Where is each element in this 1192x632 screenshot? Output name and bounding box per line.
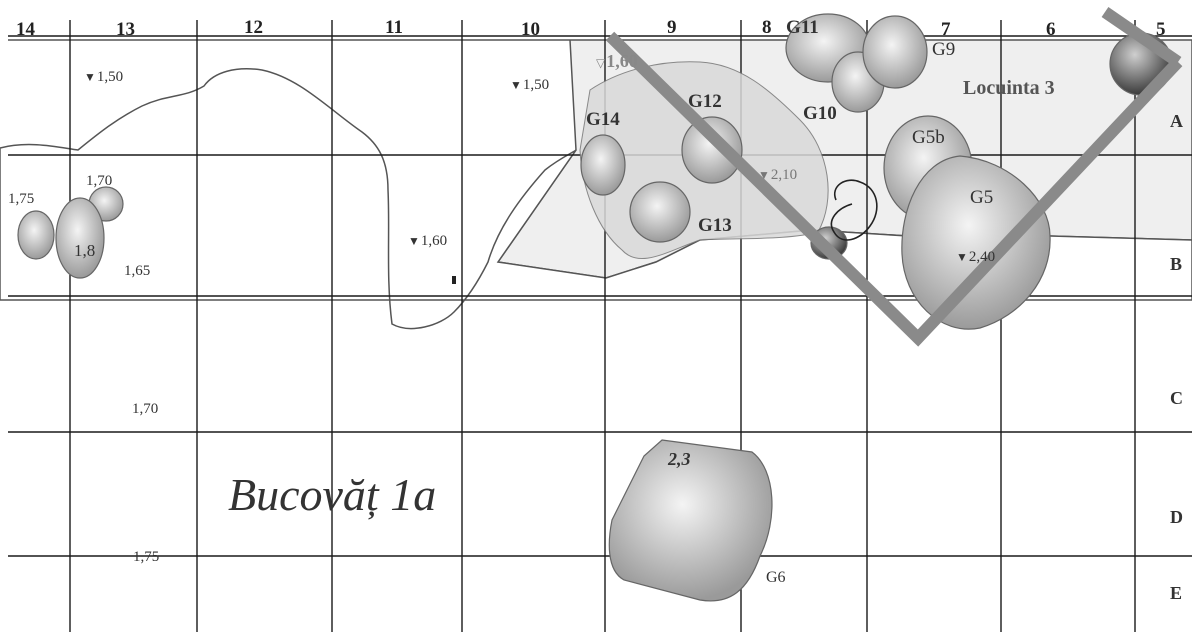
pit-g12: [681, 116, 743, 184]
unexcavated-baulk: [0, 68, 1192, 330]
pit-g9: [862, 15, 928, 89]
row-label: A: [1170, 111, 1183, 131]
column-label: 12: [244, 17, 263, 38]
elevation-marker: ▼1,50: [84, 69, 124, 85]
pit-label: G5: [970, 187, 994, 208]
site-title: Bucovăț 1a: [228, 469, 437, 520]
pit-label: G6: [766, 569, 786, 586]
elevation-marker: ▼2,40: [956, 249, 996, 265]
dwelling-outline: [605, 31, 1183, 347]
elevation-label: 1,75: [133, 549, 160, 565]
pit-label: G11: [786, 17, 819, 38]
pit-label: G13: [698, 215, 732, 236]
pit-label: G14: [586, 109, 620, 130]
elevation-label: 1,70: [86, 173, 113, 189]
elevation-marker: ▼2,10: [758, 167, 798, 183]
column-label: 10: [521, 19, 540, 40]
row-label: B: [1170, 254, 1183, 274]
column-label: 9: [667, 17, 677, 38]
pit-g6: [608, 439, 773, 602]
pit-label: G5b: [912, 127, 945, 148]
column-label: 14: [16, 19, 35, 40]
row-label: D: [1170, 507, 1183, 527]
pit-label: G9: [932, 39, 956, 60]
row-label: C: [1170, 388, 1183, 408]
pits: [17, 13, 1173, 602]
elevation-label: 1,8: [74, 241, 96, 260]
triangle-down-icon: ▼: [510, 78, 522, 92]
column-label: 11: [385, 17, 403, 38]
elevation-label: 1,70: [132, 401, 159, 417]
pit-left-3: [55, 197, 105, 279]
scribble-contour: [830, 179, 878, 241]
elevation-label: 1,65: [124, 263, 151, 279]
elevation-label: 2,3: [668, 449, 691, 469]
elevation-marker: ▽1,60: [596, 51, 638, 71]
pit-label: G10: [803, 103, 837, 124]
pit-g13: [629, 181, 691, 243]
column-label: 8: [762, 17, 772, 38]
elevation-label: 1,75: [8, 191, 35, 207]
column-label: 13: [116, 19, 135, 40]
triangle-down-icon: ▼: [758, 168, 770, 182]
row-label: E: [1170, 583, 1183, 603]
column-label: 5: [1156, 19, 1166, 40]
dwelling-label: Locuinta 3: [963, 77, 1055, 99]
elevation-marker: ▼1,60: [408, 233, 448, 249]
pit-left-1: [17, 210, 55, 260]
elevation-marker: ▼1,50: [510, 77, 550, 93]
pit-label: G12: [688, 91, 722, 112]
triangle-down-icon: ▼: [956, 250, 968, 264]
triangle-down-icon: ▽: [596, 56, 606, 70]
column-label: 7: [941, 19, 951, 40]
column-label: 6: [1046, 19, 1056, 40]
triangle-down-icon: ▼: [408, 234, 420, 248]
triangle-down-icon: ▼: [84, 70, 96, 84]
pit-g14: [580, 134, 626, 196]
